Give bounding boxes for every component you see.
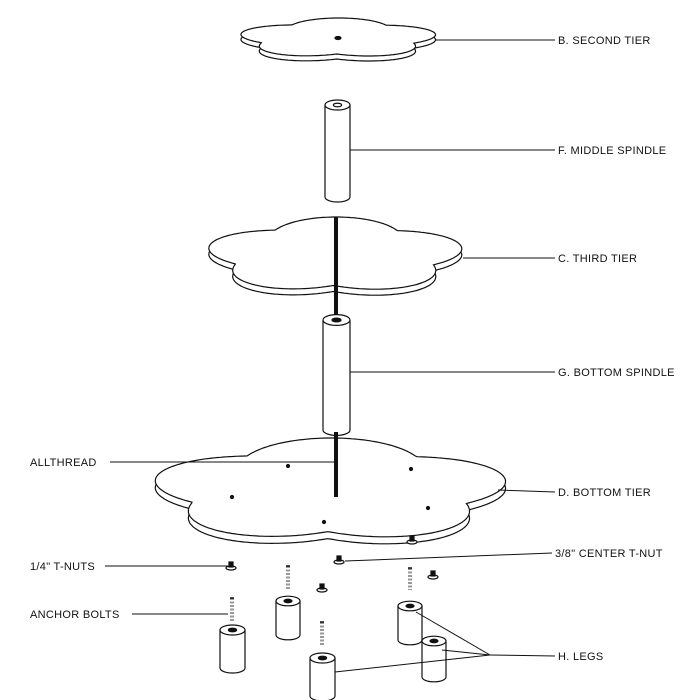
- label-allthread: ALLTHREAD: [30, 457, 97, 469]
- tier-hole: [285, 463, 291, 469]
- label-legs: H. LEGS: [558, 651, 604, 663]
- leg: [309, 652, 336, 700]
- label-quarter-tnuts: 1/4" T-NUTS: [30, 561, 95, 573]
- anchor-bolt: [230, 597, 234, 622]
- label-second-tier: B. SECOND TIER: [558, 35, 651, 47]
- tier-hole: [321, 519, 327, 525]
- leader-lines: [105, 39, 556, 673]
- anchor-bolt: [320, 621, 324, 646]
- label-middle-spindle: F. MIDDLE SPINDLE: [558, 145, 666, 157]
- leader-legs-4: [489, 654, 556, 657]
- label-third-tier: C. THIRD TIER: [558, 253, 637, 265]
- quarter-tnut: [406, 535, 418, 545]
- tier-hole: [229, 494, 235, 500]
- tier-hole: [408, 466, 414, 472]
- leader-center-tnut: [344, 552, 553, 562]
- label-center-tnut: 3/8" CENTER T-NUT: [555, 548, 663, 560]
- center-tnut: [333, 555, 345, 565]
- middle-spindle: [324, 99, 351, 203]
- tier-hole: [425, 505, 431, 511]
- label-bottom-spindle: G. BOTTOM SPINDLE: [558, 367, 675, 379]
- quarter-tnut: [316, 583, 328, 593]
- label-bottom-tier: D. BOTTOM TIER: [558, 487, 651, 499]
- anchor-bolt: [408, 567, 412, 590]
- leg: [421, 635, 447, 683]
- anchor-bolt: [286, 565, 290, 590]
- leader-legs-2: [441, 649, 491, 656]
- leg: [219, 624, 246, 674]
- label-anchor-bolts: ANCHOR BOLTS: [30, 609, 120, 621]
- leg: [275, 595, 301, 641]
- second-tier: [240, 17, 437, 62]
- leader-legs-3: [334, 654, 491, 673]
- bottom-spindle: [322, 314, 351, 436]
- second-tier-hole: [334, 35, 342, 41]
- quarter-tnut: [427, 570, 439, 580]
- quarter-tnut: [225, 561, 237, 571]
- leader-legs-1: [415, 611, 491, 656]
- leg: [397, 600, 423, 646]
- leader-bottom-tier: [497, 489, 556, 493]
- bottom-tier: [154, 437, 507, 545]
- labels: B. SECOND TIER F. MIDDLE SPINDLE C. THIR…: [30, 35, 675, 663]
